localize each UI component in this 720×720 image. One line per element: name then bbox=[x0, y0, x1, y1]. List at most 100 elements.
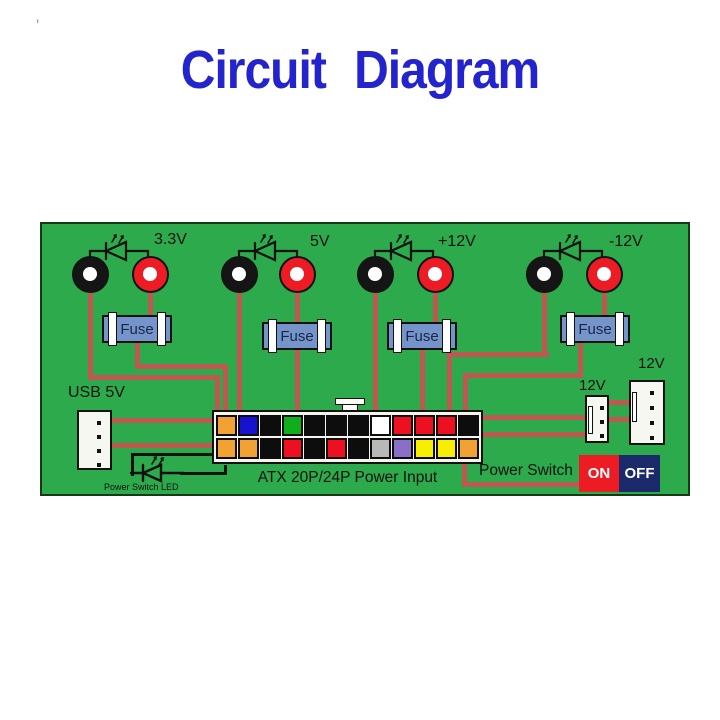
atx-pin bbox=[458, 415, 479, 436]
usb-connector bbox=[77, 410, 112, 470]
black-binding-post bbox=[71, 255, 109, 293]
post-hole bbox=[368, 267, 382, 281]
atx-pin bbox=[282, 415, 303, 436]
atx-pin bbox=[260, 415, 281, 436]
atx-pin-row-bottom bbox=[216, 438, 479, 459]
fuse-cap bbox=[615, 312, 624, 346]
red-wire bbox=[462, 372, 468, 414]
red-wire bbox=[112, 442, 214, 448]
power-switch-label: Power Switch bbox=[479, 462, 573, 479]
voltage-label: 3.3V bbox=[154, 231, 187, 248]
fuse-cap bbox=[317, 319, 326, 353]
atx-pin bbox=[370, 438, 391, 459]
atx-pin bbox=[216, 415, 237, 436]
red-wire bbox=[461, 463, 467, 485]
atx-pin bbox=[414, 438, 435, 459]
pin-dot bbox=[600, 420, 604, 424]
atx-pin bbox=[260, 438, 281, 459]
pin-dot bbox=[600, 434, 604, 438]
atx-pin bbox=[370, 415, 391, 436]
atx-pin bbox=[392, 415, 413, 436]
post-hole bbox=[143, 267, 157, 281]
fuse-cap bbox=[108, 312, 117, 346]
black-binding-post bbox=[220, 255, 258, 293]
red-wire bbox=[601, 274, 607, 317]
red-wire bbox=[419, 348, 425, 414]
red-binding-post bbox=[416, 255, 454, 293]
red-wire bbox=[214, 374, 220, 417]
connector-notch bbox=[588, 406, 593, 434]
red-wire bbox=[606, 416, 632, 422]
12v-label-small: 12V bbox=[579, 377, 606, 394]
atx-pin bbox=[458, 438, 479, 459]
black-wire bbox=[131, 452, 214, 456]
fuse: Fuse bbox=[102, 312, 172, 346]
power-off-button[interactable]: OFF bbox=[619, 455, 660, 492]
atx-connector bbox=[212, 410, 483, 464]
red-wire bbox=[606, 399, 632, 405]
atx-pin bbox=[392, 438, 413, 459]
voltage-label: -12V bbox=[609, 233, 643, 250]
red-wire bbox=[577, 341, 583, 375]
post-hole bbox=[232, 267, 246, 281]
voltage-label: +12V bbox=[438, 233, 476, 250]
atx-pin bbox=[436, 438, 457, 459]
pin-dot bbox=[600, 406, 604, 410]
red-wire bbox=[461, 481, 584, 487]
red-wire bbox=[432, 274, 438, 328]
fuse-cap bbox=[268, 319, 277, 353]
fuse: Fuse bbox=[387, 319, 457, 353]
fuse-label: Fuse bbox=[405, 327, 439, 345]
fuse-cap bbox=[393, 319, 402, 353]
pin-dot bbox=[97, 435, 101, 439]
atx-pin bbox=[326, 415, 347, 436]
red-wire bbox=[446, 351, 549, 357]
pin-dot bbox=[97, 463, 101, 467]
fuse-cap bbox=[566, 312, 575, 346]
red-wire bbox=[87, 274, 93, 379]
12v-connector-3pin bbox=[585, 395, 609, 443]
black-binding-post bbox=[356, 255, 394, 293]
black-wire bbox=[224, 465, 227, 475]
atx-pin bbox=[216, 438, 237, 459]
usb-label: USB 5V bbox=[68, 384, 125, 401]
post-hole bbox=[428, 267, 442, 281]
fuse-cap bbox=[157, 312, 166, 346]
pin-dot bbox=[650, 406, 654, 410]
atx-pin bbox=[348, 438, 369, 459]
red-wire bbox=[294, 348, 300, 414]
pin-dot bbox=[650, 391, 654, 395]
post-hole bbox=[537, 267, 551, 281]
atx-pin bbox=[238, 438, 259, 459]
12v-connector-4pin bbox=[629, 380, 665, 445]
atx-pin bbox=[282, 438, 303, 459]
fuse: Fuse bbox=[262, 319, 332, 353]
red-binding-post bbox=[585, 255, 623, 293]
red-wire bbox=[372, 274, 378, 414]
red-wire bbox=[87, 374, 220, 380]
black-wire bbox=[180, 471, 226, 475]
atx-pin bbox=[326, 438, 347, 459]
power-on-button[interactable]: ON bbox=[579, 455, 619, 492]
fuse-label: Fuse bbox=[120, 320, 154, 338]
atx-pin bbox=[304, 438, 325, 459]
red-wire bbox=[479, 431, 589, 437]
black-binding-post bbox=[525, 255, 563, 293]
pin-dot bbox=[650, 421, 654, 425]
red-wire bbox=[134, 341, 140, 367]
post-hole bbox=[83, 267, 97, 281]
black-wire bbox=[131, 452, 134, 476]
red-wire bbox=[236, 274, 242, 414]
power-switch-led-label: Power Switch LED bbox=[104, 482, 179, 492]
page-title: Circuit Diagram bbox=[180, 41, 540, 101]
red-wire bbox=[446, 351, 452, 414]
red-wire bbox=[541, 274, 547, 354]
12v-label-big: 12V bbox=[638, 355, 665, 372]
red-wire bbox=[479, 414, 589, 420]
red-binding-post bbox=[278, 255, 316, 293]
fuse-cap bbox=[442, 319, 451, 353]
atx-pin bbox=[238, 415, 259, 436]
fuse-label: Fuse bbox=[280, 327, 314, 345]
